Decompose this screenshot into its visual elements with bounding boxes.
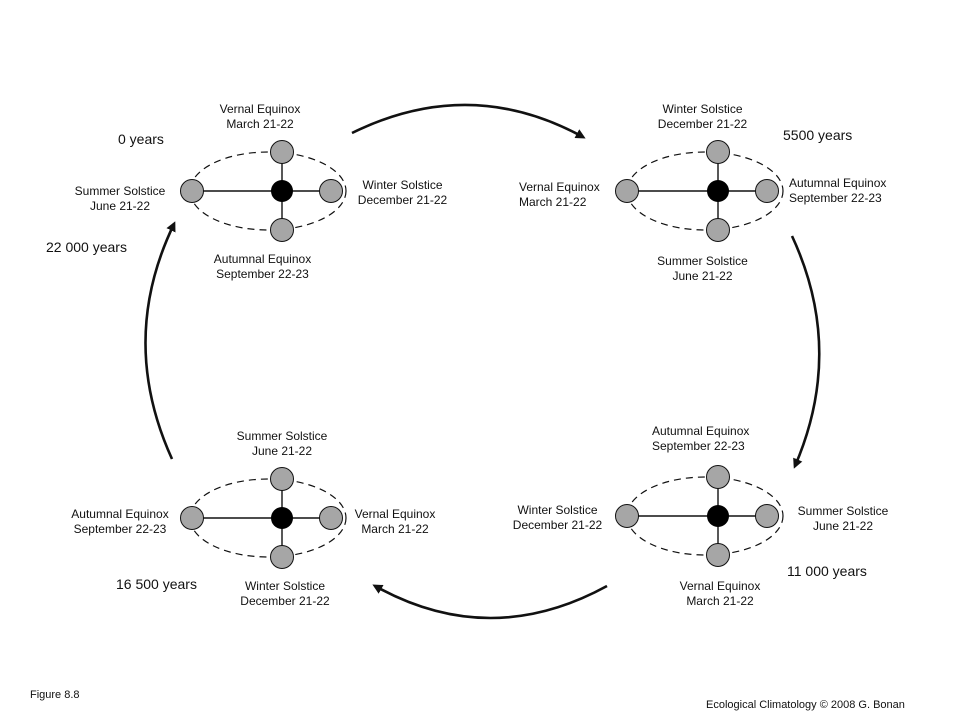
earth-position-bottom — [270, 218, 294, 242]
arrow-bottom — [372, 584, 608, 620]
earth-position-top — [706, 140, 730, 164]
orbit-5500-years — [615, 140, 784, 242]
season-label-top: Autumnal Equinox September 22-23 — [652, 424, 750, 453]
earth-position-left — [615, 504, 639, 528]
season-label-right: Vernal Equinox March 21-22 — [354, 507, 436, 536]
arrow-top — [351, 103, 586, 139]
arrow-left — [144, 221, 176, 460]
season-label-left: Autumnal Equinox September 22-23 — [71, 507, 169, 536]
years-label: 0 years — [118, 131, 164, 147]
earth-position-right — [755, 504, 779, 528]
years-label: 22 000 years — [46, 239, 127, 255]
sun — [707, 505, 729, 527]
orbit-0-years — [180, 140, 347, 242]
season-label-left: Vernal Equinox March 21-22 — [519, 180, 600, 209]
season-label-right: Winter Solstice December 21-22 — [357, 178, 448, 207]
earth-position-bottom — [706, 543, 730, 567]
sun — [271, 180, 293, 202]
years-label: 11 000 years — [787, 563, 867, 579]
orbit-ellipse — [189, 478, 347, 558]
season-label-bottom: Vernal Equinox March 21-22 — [679, 579, 761, 608]
orbit-ellipse — [626, 151, 784, 231]
earth-position-top — [270, 140, 294, 164]
season-label-left: Winter Solstice December 21-22 — [512, 503, 603, 532]
season-label-top: Vernal Equinox March 21-22 — [219, 102, 301, 131]
earth-position-bottom — [706, 218, 730, 242]
years-label: 16 500 years — [116, 576, 197, 592]
season-label-top: Summer Solstice June 21-22 — [236, 429, 328, 458]
sun — [707, 180, 729, 202]
sun — [271, 507, 293, 529]
season-label-bottom: Winter Solstice December 21-22 — [240, 579, 330, 608]
orbit-ellipse — [189, 151, 347, 231]
orbit-11000-years — [615, 465, 784, 567]
earth-position-left — [180, 179, 204, 203]
years-label: 5500 years — [783, 127, 853, 143]
orbit-ellipse — [626, 476, 784, 556]
earth-position-left — [615, 179, 639, 203]
earth-position-top — [706, 465, 730, 489]
season-label-bottom: Summer Solstice June 21-22 — [657, 254, 748, 283]
season-label-left: Summer Solstice June 21-22 — [74, 184, 166, 213]
arrow-right — [790, 235, 821, 469]
earth-position-left — [180, 506, 204, 530]
figure-number: Figure 8.8 — [30, 689, 80, 701]
earth-position-top — [270, 467, 294, 491]
earth-position-right — [319, 179, 343, 203]
season-label-top: Winter Solstice December 21-22 — [657, 102, 748, 131]
orbit-16500-years — [180, 467, 347, 569]
season-label-right: Autumnal Equinox September 22-23 — [789, 176, 887, 205]
earth-position-bottom — [270, 545, 294, 569]
season-label-bottom: Autumnal Equinox September 22-23 — [213, 252, 312, 281]
earth-position-right — [319, 506, 343, 530]
season-label-right: Summer Solstice June 21-22 — [797, 504, 889, 533]
copyright-credit: Ecological Climatology © 2008 G. Bonan — [706, 699, 905, 711]
earth-position-right — [755, 179, 779, 203]
